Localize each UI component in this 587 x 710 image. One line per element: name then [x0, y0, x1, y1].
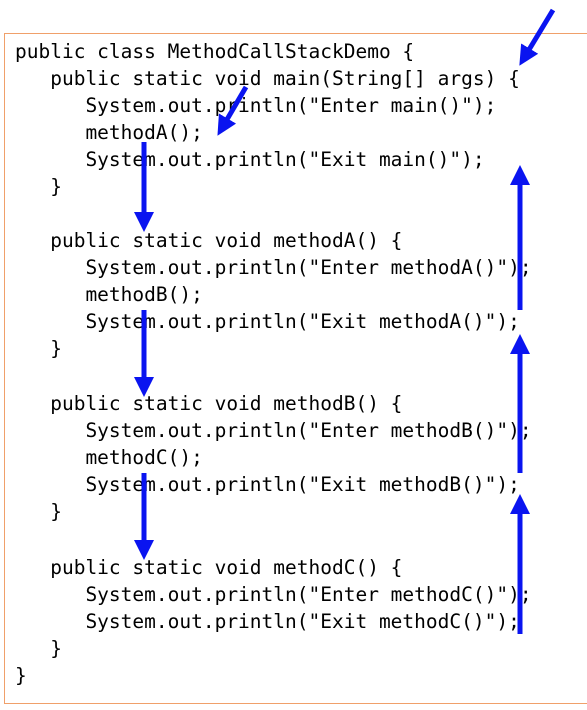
code-line-enter-methodB: System.out.println("Enter methodB()"); [15, 419, 532, 442]
code-line-methodC-decl: public static void methodC() { [15, 556, 403, 579]
code-line-methodB-close: } [15, 500, 62, 523]
code-line-exit-methodB: System.out.println("Exit methodB()"); [15, 473, 520, 496]
code-line-methodA-close: } [15, 337, 62, 360]
code-line-enter-methodA: System.out.println("Enter methodA()"); [15, 256, 532, 279]
code-line-methodC-close: } [15, 637, 62, 660]
code-line-class-close: } [15, 664, 27, 687]
code-line-methodB-decl: public static void methodB() { [15, 392, 403, 415]
code-line-enter-main: System.out.println("Enter main()"); [15, 94, 497, 117]
code-line-class-decl: public class MethodCallStackDemo { [15, 40, 415, 63]
code-line-call-methodC: methodC(); [15, 446, 203, 469]
code-listing-frame: public class MethodCallStackDemo { publi… [4, 33, 587, 704]
code-line-main-close: } [15, 175, 62, 198]
code-line-enter-methodC: System.out.println("Enter methodC()"); [15, 583, 532, 606]
code-line-exit-methodC: System.out.println("Exit methodC()"); [15, 610, 520, 633]
code-line-methodA-decl: public static void methodA() { [15, 229, 403, 252]
code-line-exit-main: System.out.println("Exit main()"); [15, 148, 485, 171]
code-line-call-methodA: methodA(); [15, 121, 203, 144]
code-line-call-methodB: methodB(); [15, 283, 203, 306]
code-line-exit-methodA: System.out.println("Exit methodA()"); [15, 310, 520, 333]
code-line-main-decl: public static void main(String[] args) { [15, 67, 520, 90]
